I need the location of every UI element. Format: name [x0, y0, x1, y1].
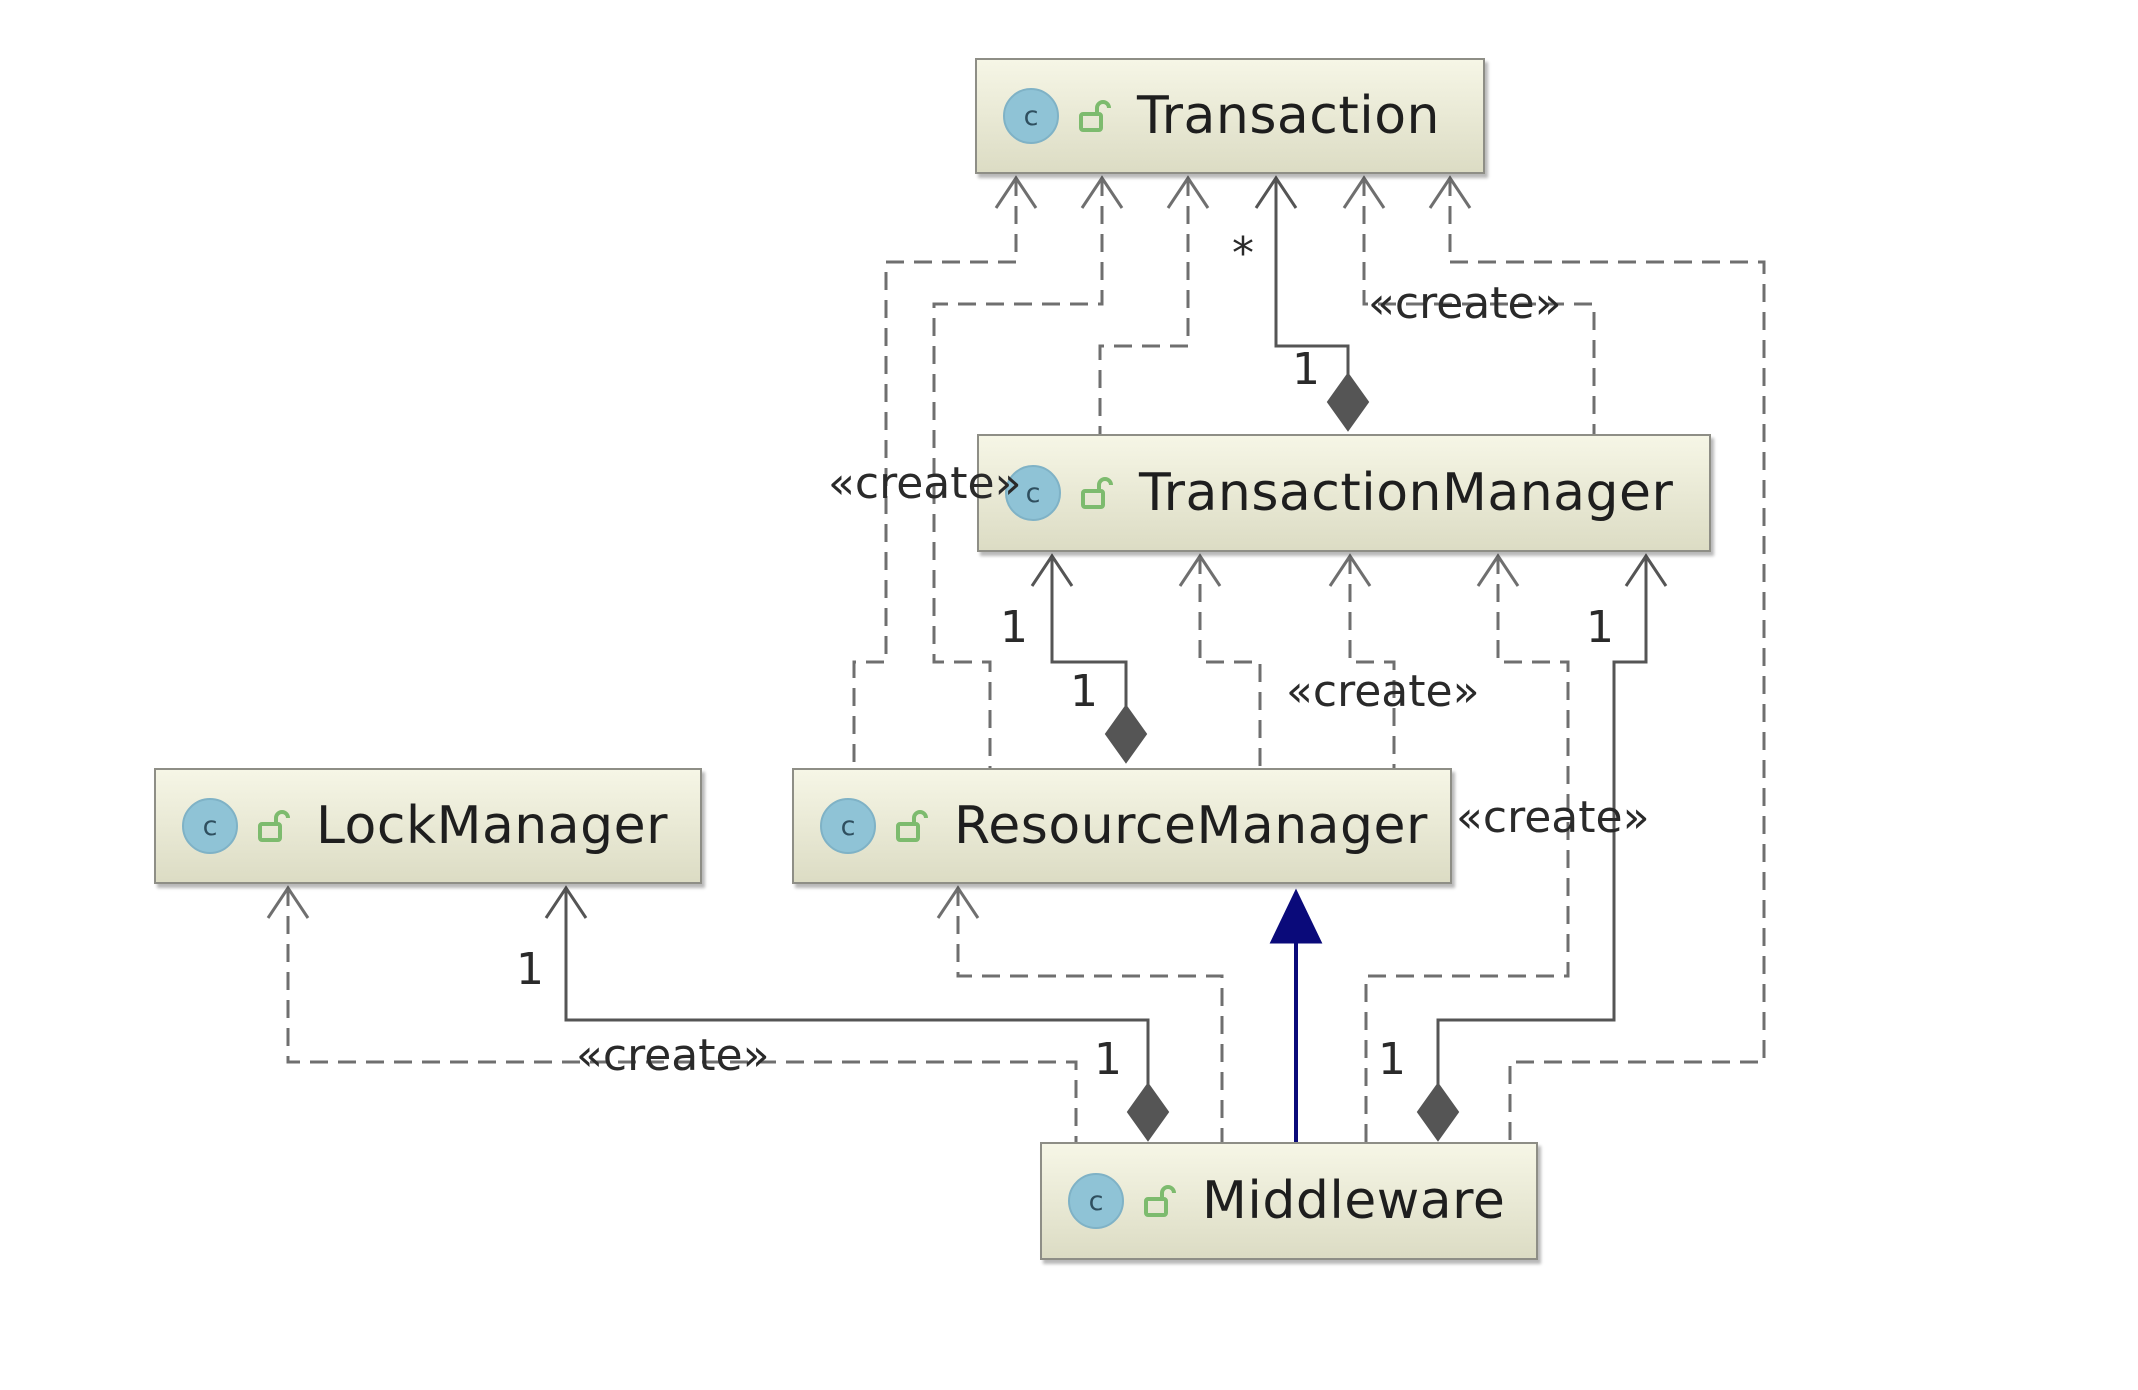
composition-edge [564, 888, 1150, 1088]
dependency-edge [286, 888, 1078, 1142]
public-lock-icon [1079, 100, 1111, 132]
public-lock-icon [1144, 1185, 1176, 1217]
composition-edge [1436, 556, 1648, 1088]
class-c-icon: c [1005, 465, 1061, 521]
dependency-arrow [1342, 175, 1386, 209]
composition-diamond [1126, 1082, 1170, 1142]
public-lock-icon [258, 810, 290, 842]
stereotype-create-label: «create» [1368, 278, 1562, 329]
composition-edge [1050, 556, 1128, 712]
dependency-edge [1448, 178, 1766, 1142]
multiplicity-label: 1 [516, 944, 544, 995]
dependency-arrow [1178, 553, 1222, 587]
stereotype-create-label: «create» [576, 1030, 770, 1081]
class-middleware[interactable]: c Middleware [1040, 1142, 1538, 1260]
dependency-arrow [1476, 553, 1520, 587]
class-transaction-manager[interactable]: c TransactionManager [977, 434, 1711, 552]
class-name: TransactionManager [1139, 463, 1674, 523]
stereotype-create-label: «create» [828, 458, 1022, 509]
class-c-icon: c [1003, 88, 1059, 144]
dependency-edge [1348, 556, 1396, 768]
multiplicity-label: 1 [1094, 1034, 1122, 1085]
dependency-arrow [1428, 175, 1472, 209]
dependency-arrow [936, 885, 980, 919]
dependency-edge [852, 178, 1018, 768]
class-name: ResourceManager [954, 796, 1428, 856]
multiplicity-label: 1 [1070, 666, 1098, 717]
association-arrow [1030, 553, 1074, 587]
dependency-arrow [1328, 553, 1372, 587]
multiplicity-label: 1 [1586, 602, 1614, 653]
association-arrow [1624, 553, 1668, 587]
class-name: Transaction [1137, 86, 1440, 146]
class-c-icon: c [1068, 1173, 1124, 1229]
stereotype-create-label: «create» [1286, 666, 1480, 717]
association-arrow [544, 885, 588, 919]
dependency-arrow [1080, 175, 1124, 209]
public-lock-icon [896, 810, 928, 842]
dependency-edge [956, 888, 1224, 1142]
public-lock-icon [1081, 477, 1113, 509]
stereotype-create-label: «create» [1456, 792, 1650, 843]
class-c-icon: c [820, 798, 876, 854]
dependency-edge [1198, 556, 1262, 768]
class-lock-manager[interactable]: c LockManager [154, 768, 702, 884]
class-name: Middleware [1202, 1171, 1506, 1231]
dependency-arrow [266, 885, 310, 919]
composition-diamond [1326, 372, 1370, 432]
association-arrow [1254, 175, 1298, 209]
composition-diamond [1416, 1082, 1460, 1142]
multiplicity-many-label: * [1232, 228, 1254, 279]
multiplicity-label: 1 [1292, 344, 1320, 395]
class-resource-manager[interactable]: c ResourceManager [792, 768, 1452, 884]
composition-diamond [1104, 704, 1148, 764]
composition-edge [1274, 178, 1350, 380]
class-name: LockManager [316, 796, 669, 856]
dependency-edge [1362, 178, 1596, 434]
class-transaction[interactable]: c Transaction [975, 58, 1485, 174]
inheritance-arrowhead [1269, 888, 1323, 944]
dependency-edge [1364, 556, 1570, 1142]
dependency-arrow [994, 175, 1038, 209]
multiplicity-label: 1 [1378, 1034, 1406, 1085]
class-c-icon: c [182, 798, 238, 854]
multiplicity-label: 1 [1000, 602, 1028, 653]
dependency-edge [1098, 178, 1190, 434]
dependency-arrow [1166, 175, 1210, 209]
